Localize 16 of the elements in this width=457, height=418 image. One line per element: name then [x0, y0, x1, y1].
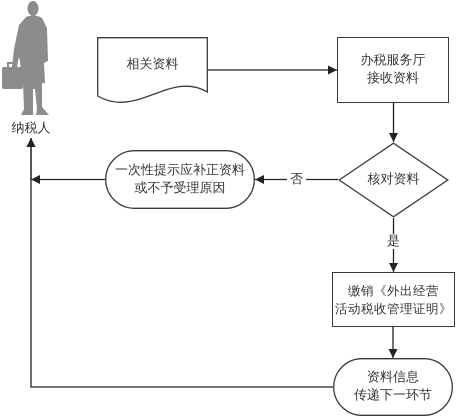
- node-label: 缴销《外出经营活动税收管理证明》: [335, 282, 452, 317]
- document-shape: [97, 37, 208, 104]
- process-box: [332, 272, 455, 327]
- node-label: 相关资料: [126, 56, 178, 74]
- arrow: [208, 66, 337, 74]
- node-label: 办税服务厅接收资料: [360, 52, 426, 88]
- arrow: [389, 103, 398, 142]
- edge-label: 否: [287, 172, 306, 187]
- arrow: [26, 138, 333, 388]
- arrow: [388, 327, 398, 358]
- node-label: 一次性提示应补正资料或不予受理原因: [115, 162, 245, 198]
- actor-label: 纳税人: [12, 120, 50, 138]
- node-label: 资料信息传递下一环节: [354, 369, 432, 405]
- decision-diamond: [338, 142, 449, 218]
- node-label: 核对资料: [368, 171, 420, 189]
- process-box: [337, 37, 449, 103]
